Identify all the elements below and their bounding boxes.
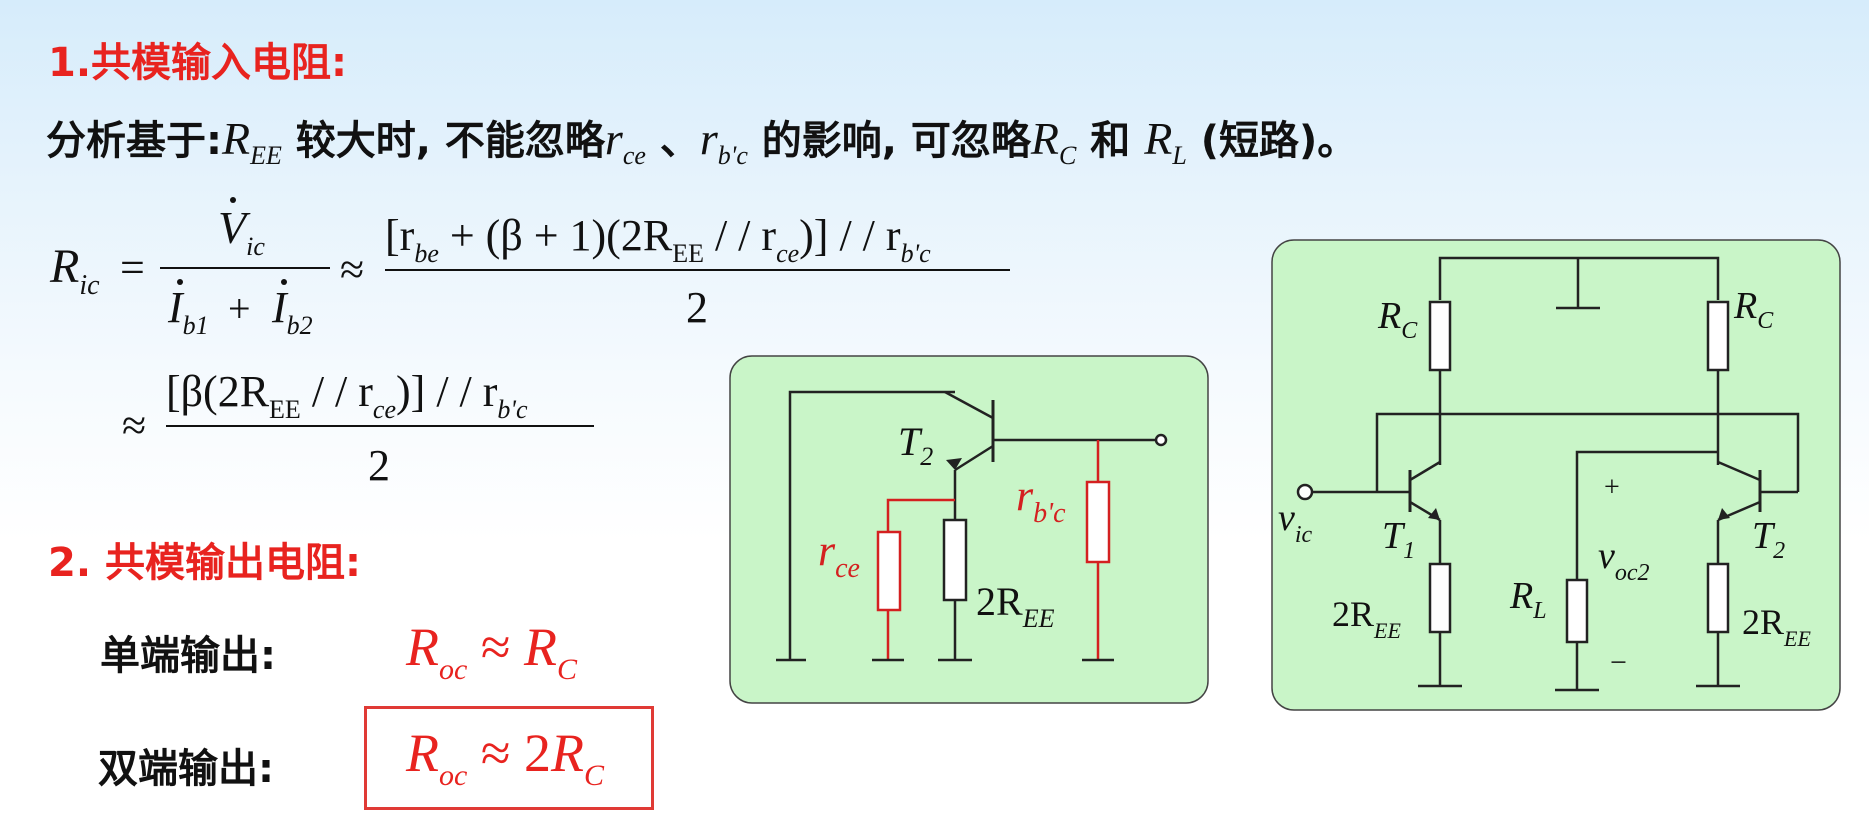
c1-left-wire — [788, 390, 955, 660]
analysis-suffix: (短路)。 — [1186, 118, 1358, 164]
c1-rce-resistor — [876, 530, 902, 612]
c2-rl-label: RL — [1509, 575, 1547, 624]
c1-terminal — [1154, 433, 1168, 447]
plus-sign: + — [228, 286, 251, 331]
c1-rbc-label: rb'c — [1016, 471, 1066, 529]
circuit-1-background — [729, 355, 1209, 704]
denominator-1: 2 — [686, 283, 708, 332]
c2-t2-label: T2 — [1752, 515, 1785, 564]
approx-sign-2: ≈ — [122, 401, 146, 450]
ib1-dot — [177, 279, 183, 285]
double-ended-formula: Roc ≈ 2RC — [406, 723, 604, 792]
c2-cross-wire — [1375, 412, 1800, 492]
analysis-mid2: 的影响, 可忽略 — [747, 118, 1031, 164]
ric-symbol: Ric — [49, 240, 100, 301]
c2-ree-left — [1428, 562, 1452, 634]
ib2-dot — [281, 279, 287, 285]
c1-ree-label: 2REE — [976, 579, 1055, 633]
single-ended-formula: Roc ≈ RC — [406, 617, 577, 686]
circuit-2-background — [1271, 239, 1841, 711]
single-ended-label: 单端输出: — [100, 633, 276, 679]
numerator-1: [rbe + (β + 1)(2REE / / rce)] / / rb'c — [385, 211, 931, 268]
c2-voc-label: voc2 — [1598, 535, 1650, 586]
heading-common-mode-input-resistance: 1.共模输入电阻: — [48, 40, 348, 86]
c1-ree-resistor — [942, 518, 968, 602]
ib1-term: Ib1 — [167, 283, 209, 340]
c2-rc-right — [1706, 300, 1730, 372]
c2-ree-right-label: 2REE — [1742, 602, 1811, 651]
circuit-1-panel: T2 rb'c rce 2REE — [729, 355, 1209, 704]
c1-t2-label: T2 — [898, 419, 933, 471]
c2-input-terminal — [1296, 483, 1314, 501]
rce-symbol: rce — [604, 113, 646, 170]
analysis-mid1: 较大时, 不能忽略 — [281, 118, 605, 164]
numerator-2: [β(2REE / / rce)] / / rb'c — [166, 367, 528, 424]
t2-emitter — [954, 444, 994, 472]
ib2-term: Ib2 — [271, 283, 313, 340]
analysis-sep: 、 — [645, 118, 700, 164]
c2-ree-left-label: 2REE — [1332, 594, 1401, 643]
approx-sign-1: ≈ — [340, 245, 364, 294]
highlight-box — [364, 706, 654, 810]
analysis-prefix: 分析基于: — [46, 118, 222, 164]
t2-collector — [944, 390, 994, 420]
c1-rce-label: rce — [818, 526, 860, 584]
c2-ree-right — [1706, 562, 1730, 634]
equals-sign: = — [120, 243, 145, 292]
c2-plus: + — [1604, 472, 1620, 503]
vic-dot — [230, 197, 236, 203]
c2-rl — [1565, 578, 1589, 644]
denominator-2: 2 — [368, 441, 390, 490]
c2-rc-left — [1428, 300, 1452, 372]
c2-rc-left-label: RC — [1377, 295, 1418, 344]
heading-common-mode-output-resistance: 2. 共模输出电阻: — [48, 540, 361, 586]
c2-minus: − — [1610, 646, 1627, 679]
c1-rbc-resistor — [1085, 480, 1111, 564]
rc-symbol: RC — [1030, 113, 1077, 170]
c2-vic-label: vic — [1278, 497, 1313, 548]
rl-symbol: RL — [1144, 113, 1187, 170]
vic-numerator: Vic — [218, 202, 265, 261]
analysis-and: 和 — [1076, 118, 1145, 164]
analysis-statement: 分析基于:REE 较大时, 不能忽略rce 、rb'c 的影响, 可忽略RC 和… — [46, 108, 1357, 171]
c1-rce-wire — [886, 498, 955, 532]
c2-t1-label: T1 — [1382, 515, 1415, 564]
ree-symbol: REE — [222, 113, 282, 170]
rbc-symbol: rb'c — [699, 113, 748, 170]
double-ended-label: 双端输出: — [98, 746, 274, 792]
circuit-2-panel: RC RC vic T1 T2 + voc2 RL − 2REE 2REE — [1271, 239, 1841, 711]
c2-rc-right-label: RC — [1733, 285, 1774, 334]
